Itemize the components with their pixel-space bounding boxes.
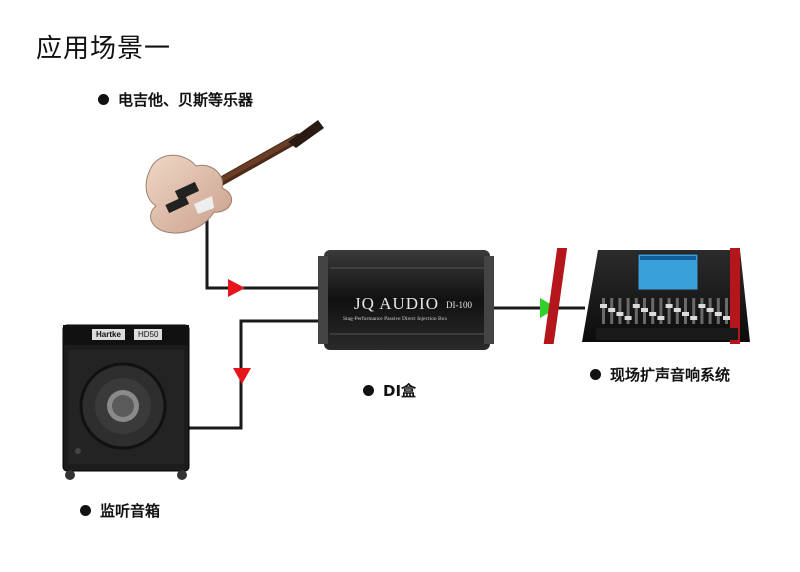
mixing-console-device: [543, 248, 750, 344]
fader-knob: [624, 316, 632, 320]
label-di-box-text: DI盒: [383, 382, 417, 400]
di-box-model: DI-100: [446, 300, 472, 310]
fader: [602, 298, 605, 324]
monitor-amp-device: [62, 324, 190, 480]
fader: [626, 298, 630, 324]
fader-knob: [608, 308, 616, 312]
di-box-brand: JQ AUDIO: [354, 294, 439, 313]
fader-knob: [657, 316, 665, 320]
fader: [725, 298, 728, 324]
fader-bank: [600, 298, 730, 324]
di-box-subtitle: Stag-Performance Passive Direct Injectio…: [343, 316, 448, 322]
fader: [700, 298, 704, 324]
fader: [667, 298, 671, 324]
electric-guitar-icon: [145, 120, 324, 234]
fader-knob: [616, 312, 624, 316]
fader-knob: [714, 312, 722, 316]
fader-knob: [600, 304, 607, 308]
bullet-icon: [590, 369, 601, 380]
label-di-box: DI盒: [363, 380, 416, 401]
fader: [651, 298, 655, 324]
monitor-arrow-icon: [233, 368, 251, 384]
output-arrow-icon: [540, 298, 557, 318]
di-box-device: [318, 250, 494, 350]
amp-brand-badge: Hartke: [92, 329, 125, 340]
bullet-icon: [98, 94, 109, 105]
label-pa-system: 现场扩声音响系统: [590, 364, 730, 385]
fader-knob: [723, 316, 730, 320]
fader: [618, 298, 622, 324]
fader: [716, 298, 720, 324]
label-pa-system-text: 现场扩声音响系统: [610, 366, 731, 384]
fader: [634, 298, 638, 324]
fader-knob: [665, 304, 673, 308]
fader-knob: [690, 316, 698, 320]
cable-guitar-to-di: [205, 215, 328, 290]
fader-knob: [641, 308, 648, 312]
fader-knob: [682, 312, 689, 316]
bullet-icon: [80, 505, 91, 516]
label-guitar: 电吉他、贝斯等乐器: [98, 89, 253, 110]
label-monitor-text: 监听音箱: [100, 502, 161, 520]
page-title: 应用场景一: [36, 34, 172, 64]
cable-di-to-monitor: [185, 319, 328, 430]
fader: [659, 298, 663, 324]
bullet-icon: [363, 385, 374, 396]
label-monitor: 监听音箱: [80, 500, 160, 521]
label-guitar-text: 电吉他、贝斯等乐器: [118, 91, 254, 109]
fader-knob: [673, 308, 681, 312]
fader: [692, 298, 696, 324]
fader-knob: [632, 304, 640, 308]
fader-knob: [706, 308, 714, 312]
fader-knob: [698, 304, 706, 308]
input-arrow-icon: [228, 279, 245, 297]
fader-knob: [649, 312, 657, 316]
amp-model-badge: HD50: [134, 329, 163, 340]
fader: [684, 298, 687, 324]
